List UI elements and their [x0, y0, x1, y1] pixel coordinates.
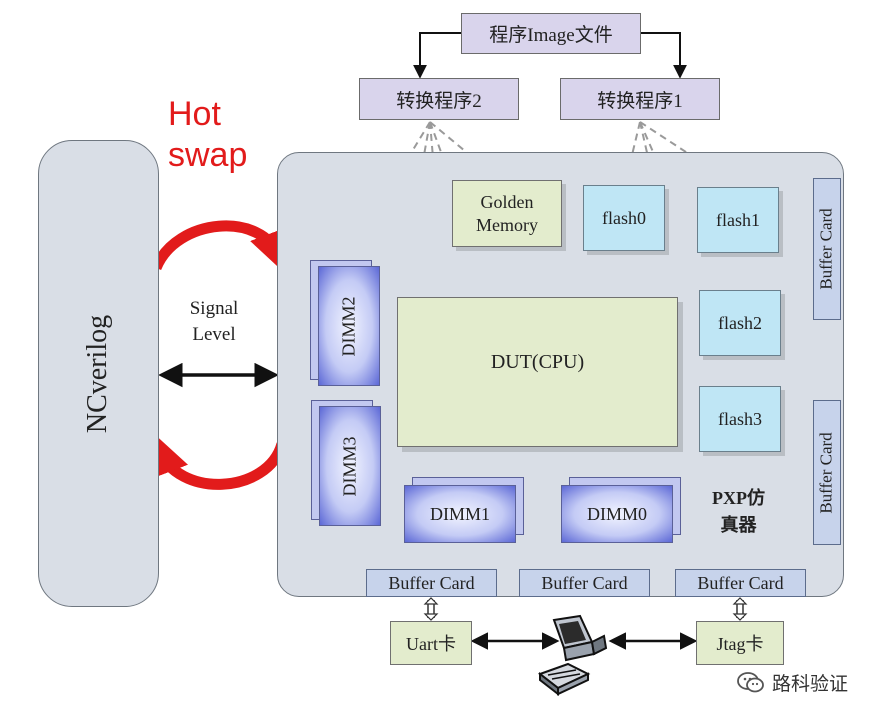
convert-program-2-label: 转换程序2 [396, 90, 482, 112]
buffer-card-bottom-2-label: Buffer Card [541, 572, 628, 593]
flash1-label: flash1 [716, 209, 760, 230]
watermark: 路科验证 [736, 669, 848, 696]
buffer-jtag-arrow-bot [732, 613, 748, 621]
buffer-card-bottom-3-label: Buffer Card [697, 572, 784, 593]
ncverilog-block: NCverilog [38, 140, 159, 607]
dut-cpu-box: DUT(CPU) [397, 297, 678, 447]
buffer-card-bottom-3: Buffer Card [675, 569, 806, 597]
flash0-box: flash0 [583, 185, 665, 251]
convert-program-1-label: 转换程序1 [597, 90, 683, 112]
buffer-card-bottom-1: Buffer Card [366, 569, 497, 597]
golden-memory-box: Golden Memory [452, 180, 562, 247]
flash3-box: flash3 [699, 386, 781, 452]
flash1-box: flash1 [697, 187, 779, 253]
signal-level-label: Signal Level [174, 296, 254, 347]
image-to-convert2-arrow [413, 32, 461, 79]
hot-swap-line-1: Hot [168, 95, 221, 133]
buffer-card-right-top: Buffer Card [813, 178, 841, 320]
dimm3-box: DIMM3 [319, 406, 381, 526]
hot-swap-line-2: swap [168, 135, 248, 174]
program-image-file-box: 程序Image文件 [461, 13, 641, 54]
jtag-card-label: Jtag卡 [716, 634, 764, 654]
golden-memory-line-1: Golden [480, 192, 534, 212]
golden-memory-line-2: Memory [476, 214, 538, 235]
buffer-card-bottom-2: Buffer Card [519, 569, 650, 597]
image-to-convert1-arrow [641, 32, 687, 79]
buffer-card-bottom-1-label: Buffer Card [388, 572, 475, 593]
buffer-card-right-bottom: Buffer Card [813, 400, 841, 545]
flash2-box: flash2 [699, 290, 781, 356]
dimm2-box: DIMM2 [318, 266, 380, 386]
jtag-card-box: Jtag卡 [696, 621, 784, 665]
program-image-file-label: 程序Image文件 [489, 25, 613, 46]
dimm1-box: DIMM1 [404, 485, 516, 543]
hot-swap-label: Hot swap [168, 94, 247, 176]
convert-program-1-box: 转换程序1 [560, 78, 720, 120]
pxp-emulator-label: PXP仿 真器 [712, 485, 765, 539]
dimm2-label: DIMM2 [338, 295, 359, 357]
computer-icon [537, 614, 608, 697]
pxp-label-line-2: 真器 [720, 515, 757, 535]
flash0-label: flash0 [602, 207, 646, 228]
dimm0-label: DIMM0 [586, 503, 647, 524]
flash2-label: flash2 [718, 312, 762, 333]
uart-card-box: Uart卡 [390, 621, 472, 665]
watermark-label: 路科验证 [772, 673, 849, 695]
convert-program-2-box: 转换程序2 [359, 78, 519, 120]
buffer-card-right-bottom-label: Buffer Card [817, 431, 837, 514]
ncverilog-label: NCverilog [82, 314, 114, 433]
dimm0-box: DIMM0 [561, 485, 673, 543]
buffer-card-right-top-label: Buffer Card [817, 208, 837, 290]
hot-swap-upper-arrow [150, 220, 292, 275]
dut-cpu-label: DUT(CPU) [490, 350, 585, 373]
flash3-label: flash3 [718, 408, 762, 429]
buffer-uart-arrow-top [423, 597, 439, 605]
pxp-label-line-1: PXP仿 [712, 488, 765, 508]
signal-level-line-1: Signal [189, 298, 239, 319]
dimm3-label: DIMM3 [339, 435, 360, 497]
buffer-jtag-arrow-top [732, 597, 748, 605]
uart-card-label: Uart卡 [406, 634, 456, 654]
wechat-icon [737, 671, 764, 692]
buffer-uart-arrow-bot [423, 613, 439, 621]
hot-swap-lower-arrow [146, 431, 288, 490]
dimm1-label: DIMM1 [429, 503, 490, 524]
signal-level-line-2: Level [192, 323, 236, 345]
